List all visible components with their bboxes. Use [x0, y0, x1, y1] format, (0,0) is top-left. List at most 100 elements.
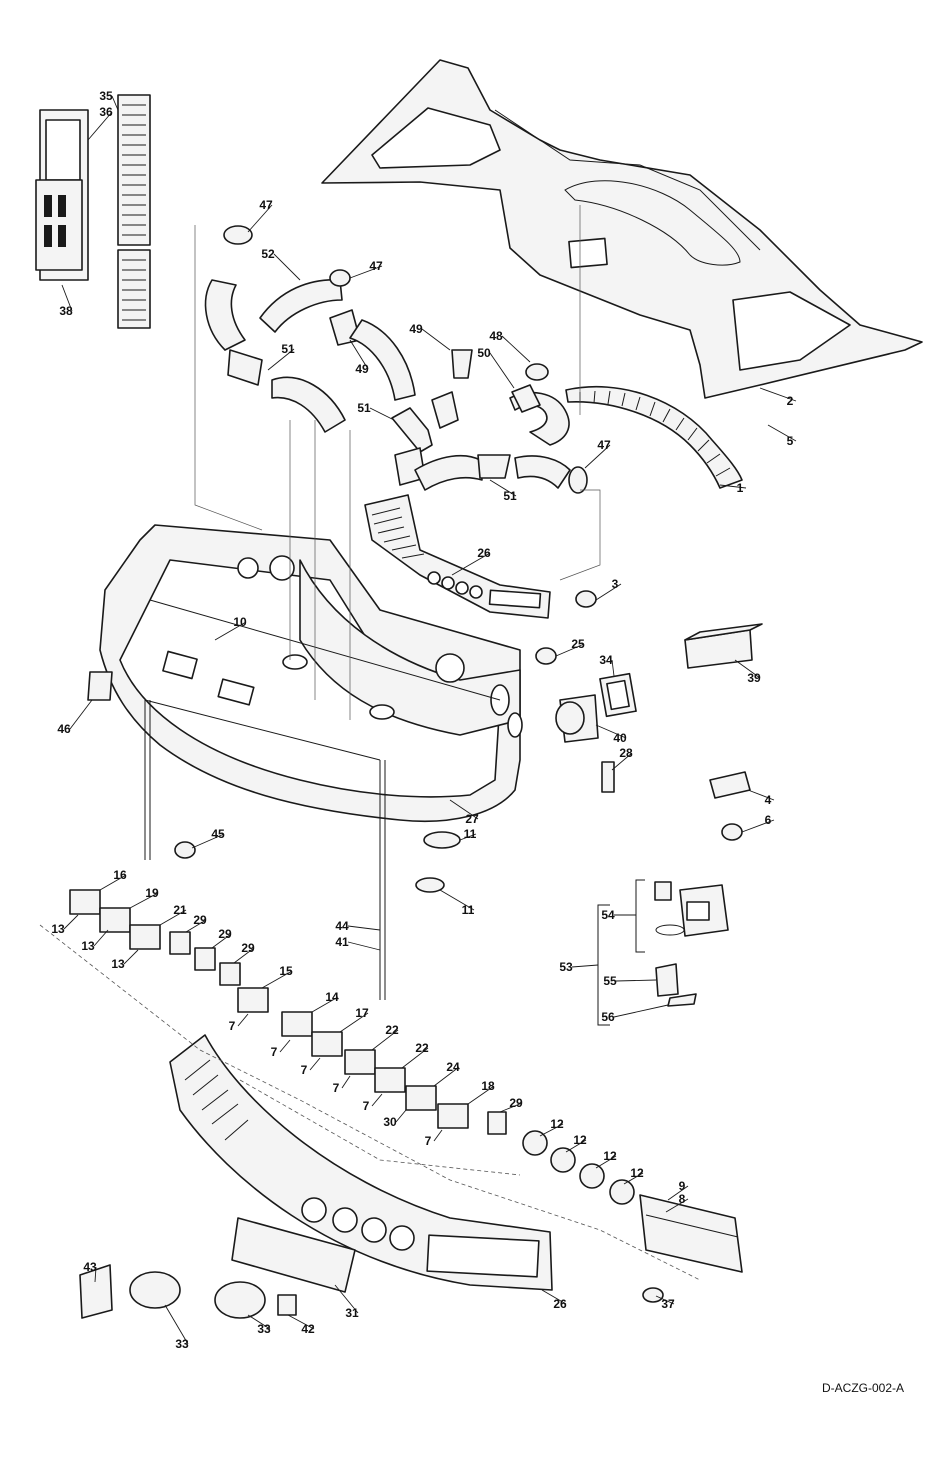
callout-13a: 13 — [51, 922, 65, 936]
callout-7f: 7 — [425, 1134, 432, 1148]
leader-line-7e — [372, 1094, 382, 1106]
callout-31: 31 — [345, 1306, 359, 1320]
leader-line-13a — [64, 915, 78, 929]
leader-line-35 — [112, 96, 118, 110]
callout-12b: 12 — [573, 1133, 587, 1147]
side-plate — [640, 1195, 742, 1302]
callout-51b: 51 — [357, 401, 371, 415]
control-module — [36, 110, 88, 280]
callout-56: 56 — [601, 1010, 615, 1024]
callout-44: 44 — [335, 919, 349, 933]
callout-13c: 13 — [111, 957, 125, 971]
callout-38: 38 — [59, 304, 73, 318]
leader-line-7d — [342, 1076, 350, 1088]
leader-line-7b — [280, 1040, 290, 1052]
upper-shelf-panel — [322, 60, 922, 398]
callout-29a: 29 — [193, 913, 207, 927]
callout-49b: 49 — [355, 362, 369, 376]
callout-11b: 11 — [462, 903, 475, 917]
callout-22b: 22 — [415, 1041, 429, 1055]
callout-16: 16 — [113, 868, 127, 882]
callout-50: 50 — [477, 346, 491, 360]
leader-line-49a — [422, 329, 450, 350]
leader-line-30 — [396, 1110, 406, 1122]
callout-18: 18 — [481, 1079, 495, 1093]
callout-4: 4 — [765, 793, 772, 807]
flexible-duct — [566, 387, 742, 488]
callout-19: 19 — [145, 886, 159, 900]
motor-assemblies — [80, 1218, 355, 1318]
callout-7e: 7 — [363, 1099, 370, 1113]
callout-21: 21 — [173, 903, 187, 917]
callout-2: 2 — [787, 394, 794, 408]
callout-8: 8 — [679, 1192, 686, 1206]
leader-line-52 — [274, 254, 300, 280]
callout-12d: 12 — [630, 1166, 644, 1180]
callout-15: 15 — [279, 964, 293, 978]
callout-46: 46 — [57, 722, 71, 736]
callout-29d: 29 — [509, 1096, 523, 1110]
leader-line-46 — [70, 700, 92, 729]
callout-26a: 26 — [477, 546, 491, 560]
callout-43: 43 — [83, 1260, 97, 1274]
callout-5: 5 — [787, 434, 794, 448]
callout-47b: 47 — [369, 259, 383, 273]
callout-25: 25 — [571, 637, 585, 651]
callout-22a: 22 — [385, 1023, 399, 1037]
callout-26b: 26 — [553, 1297, 567, 1311]
callout-3: 3 — [612, 577, 619, 591]
callout-29c: 29 — [241, 941, 255, 955]
callout-13b: 13 — [81, 939, 95, 953]
callout-33a: 33 — [175, 1337, 189, 1351]
callout-7a: 7 — [229, 1019, 236, 1033]
leader-line-56 — [614, 1005, 668, 1017]
callout-42: 42 — [301, 1322, 315, 1336]
callout-48: 48 — [489, 329, 503, 343]
callout-53: 53 — [559, 960, 573, 974]
callout-55: 55 — [603, 974, 617, 988]
callout-29b: 29 — [218, 927, 232, 941]
switch-blocks — [70, 890, 506, 1134]
callout-33b: 33 — [257, 1322, 271, 1336]
callout-30: 30 — [383, 1115, 397, 1129]
callout-27: 27 — [465, 812, 479, 826]
callout-52: 52 — [261, 247, 275, 261]
leader-line-7a — [238, 1014, 248, 1026]
leader-line-7f — [434, 1130, 442, 1141]
leader-line-48 — [502, 336, 530, 362]
leader-line-7c — [310, 1058, 320, 1070]
drawing-number: D-ACZG-002-A — [822, 1381, 904, 1395]
leader-line-13c — [124, 950, 138, 964]
callout-24: 24 — [446, 1060, 460, 1074]
callout-7c: 7 — [301, 1063, 308, 1077]
leader-line-44 — [348, 926, 380, 930]
callout-47c: 47 — [597, 438, 611, 452]
callout-12a: 12 — [550, 1117, 564, 1131]
upper-louvre-panel — [365, 495, 550, 618]
leader-line-51b — [370, 408, 394, 420]
callout-28: 28 — [619, 746, 633, 760]
leader-line-55 — [616, 980, 656, 981]
callout-12c: 12 — [603, 1149, 617, 1163]
callout-49a: 49 — [409, 322, 423, 336]
callout-7b: 7 — [271, 1045, 278, 1059]
callout-39: 39 — [747, 671, 761, 685]
callout-1: 1 — [737, 481, 744, 495]
callout-7d: 7 — [333, 1081, 340, 1095]
callout-37: 37 — [661, 1297, 675, 1311]
leader-line-50 — [490, 353, 514, 388]
callout-51c: 51 — [503, 489, 517, 503]
callout-47a: 47 — [259, 198, 273, 212]
callout-54: 54 — [601, 908, 615, 922]
callout-34: 34 — [599, 653, 613, 667]
callout-36: 36 — [99, 105, 113, 119]
callout-17: 17 — [355, 1006, 369, 1020]
callout-40: 40 — [613, 731, 627, 745]
callout-35: 35 — [99, 89, 113, 103]
filter-strip — [118, 95, 150, 328]
callout-51a: 51 — [281, 342, 295, 356]
callout-9: 9 — [679, 1179, 686, 1193]
callout-6: 6 — [765, 813, 772, 827]
callout-45: 45 — [211, 827, 225, 841]
